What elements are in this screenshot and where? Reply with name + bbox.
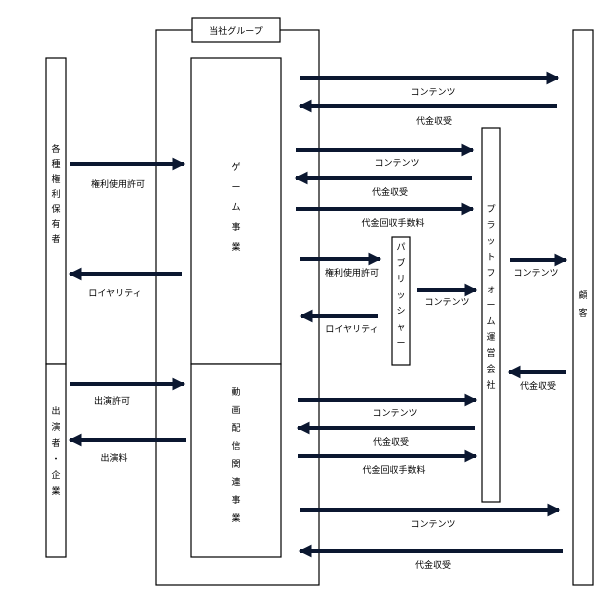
appearance-fee-label: 出演料 bbox=[100, 452, 127, 464]
customers-label: 顧客 bbox=[578, 289, 587, 319]
customers-box bbox=[572, 29, 594, 586]
customer-to-platform-payment-label: 代金収受 bbox=[520, 380, 556, 392]
publisher-to-game-royalty-label: ロイヤリティ bbox=[325, 324, 378, 335]
group-title-box bbox=[191, 17, 281, 43]
video-business-label: 動画配信関連事業 bbox=[231, 387, 240, 524]
video-business-box bbox=[190, 363, 282, 558]
game-to-publisher-license-label: 権利使用許可 bbox=[325, 267, 379, 279]
performers-label: 出演者・企業 bbox=[51, 405, 60, 497]
video-to-platform-content-label: コンテンツ bbox=[372, 408, 417, 419]
game-to-customer-content-label: コンテンツ bbox=[410, 87, 455, 98]
royalty-label: ロイヤリティ bbox=[88, 288, 141, 299]
platform-to-customer-content-label: コンテンツ bbox=[513, 268, 558, 279]
performers-box bbox=[45, 363, 67, 558]
rights-license-label: 権利使用許可 bbox=[91, 178, 145, 190]
game-business-label: ゲーム事業 bbox=[231, 161, 240, 253]
platform-to-game-payment-label: 代金収受 bbox=[372, 186, 408, 198]
appearance-permission-label: 出演許可 bbox=[94, 395, 130, 407]
video-to-platform-fee-label: 代金回収手数料 bbox=[362, 464, 425, 476]
platform-label: プラットフォーム運営会社 bbox=[486, 204, 495, 391]
rights-holders-label: 各種権利保有者 bbox=[51, 143, 60, 245]
platform-box bbox=[481, 127, 501, 503]
publisher-to-platform-content-label: コンテンツ bbox=[424, 297, 469, 308]
customer-to-game-payment-label: 代金収受 bbox=[416, 115, 452, 127]
publisher-box bbox=[391, 236, 411, 366]
group-title: 当社グループ bbox=[209, 25, 262, 37]
customer-to-video-payment-label: 代金収受 bbox=[415, 559, 451, 571]
video-to-customer-content-label: コンテンツ bbox=[410, 519, 455, 530]
platform-to-video-payment-label: 代金収受 bbox=[373, 436, 409, 448]
game-to-platform-fee-label: 代金回収手数料 bbox=[361, 217, 424, 229]
game-business-box bbox=[190, 57, 282, 365]
publisher-label: パブリッシャー bbox=[396, 242, 405, 349]
game-to-platform-content-label: コンテンツ bbox=[374, 158, 419, 169]
